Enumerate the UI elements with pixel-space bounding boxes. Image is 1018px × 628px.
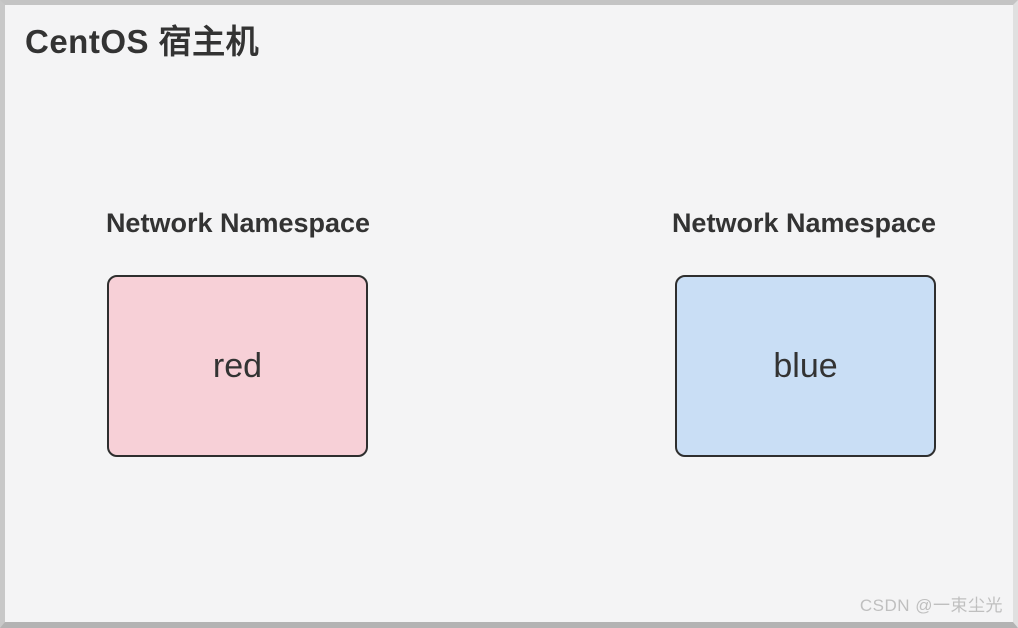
namespace-box-blue: blue xyxy=(675,275,936,457)
namespace-name: blue xyxy=(773,346,838,385)
namespace-box-red: red xyxy=(107,275,368,457)
watermark: CSDN @一束尘光 xyxy=(859,596,1003,615)
namespace-group-blue: Network Namespace blue xyxy=(654,208,954,457)
namespace-group-red: Network Namespace red xyxy=(88,208,388,457)
page-title: CentOS 宿主机 xyxy=(25,23,260,60)
namespace-name: red xyxy=(212,346,263,385)
namespace-label: Network Namespace xyxy=(105,208,371,238)
namespace-label: Network Namespace xyxy=(671,208,937,238)
